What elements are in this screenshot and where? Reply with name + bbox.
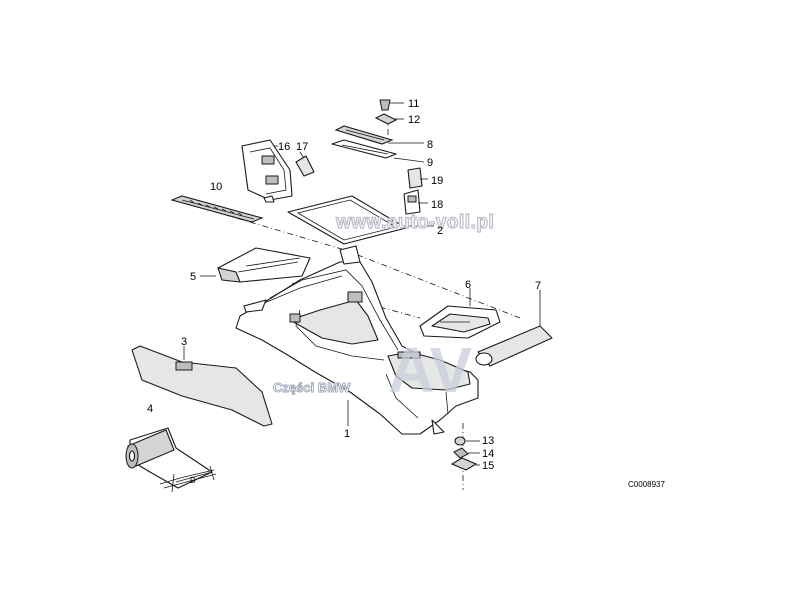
watermark-logo: AV	[388, 334, 472, 406]
switch-parts	[403, 167, 428, 215]
callout-6: 6	[465, 279, 471, 291]
callout-3: 3	[181, 336, 187, 348]
watermark-brand: Części BMW	[273, 380, 351, 395]
storage-box-part	[200, 247, 311, 283]
callout-18: 18	[431, 199, 443, 211]
drawing-code: C0008937	[628, 480, 665, 489]
callout-15: 15	[482, 460, 494, 472]
callout-19: 19	[431, 175, 443, 187]
strip-parts	[331, 125, 425, 163]
bottom-fasteners	[450, 436, 480, 471]
grille-strip-part	[170, 195, 264, 223]
callout-2: 2	[437, 225, 443, 237]
callout-8: 8	[427, 139, 433, 151]
callout-10: 10	[210, 181, 222, 193]
watermark-site: www.auto-voll.pl	[335, 212, 494, 233]
callout-11: 11	[408, 98, 419, 110]
callout-12: 12	[408, 114, 420, 126]
callout-7: 7	[535, 280, 541, 292]
callout-1: 1	[344, 428, 350, 440]
lid-panel-part	[287, 195, 434, 245]
dimension-label: D	[190, 476, 196, 485]
center-console-part	[235, 245, 479, 435]
callout-16: 16	[278, 141, 290, 153]
callout-9: 9	[427, 157, 433, 169]
trim-strip-part	[475, 290, 553, 367]
watermark: AV www.auto-voll.pl Części BMW	[273, 211, 495, 406]
side-trim-panel-part	[131, 345, 273, 427]
bracket-part	[241, 139, 315, 203]
material-roll-part	[125, 427, 217, 493]
front-tray-part	[419, 288, 501, 339]
callout-5: 5	[190, 271, 196, 283]
callout-4: 4	[147, 403, 153, 415]
callout-labels: 1 2 3 4 5 6 7 8 9 10 11 12 13 14 15 16 1…	[147, 98, 541, 485]
callout-13: 13	[482, 435, 494, 447]
callout-14: 14	[482, 448, 494, 460]
top-fasteners	[374, 99, 404, 125]
callout-17: 17	[296, 141, 308, 153]
